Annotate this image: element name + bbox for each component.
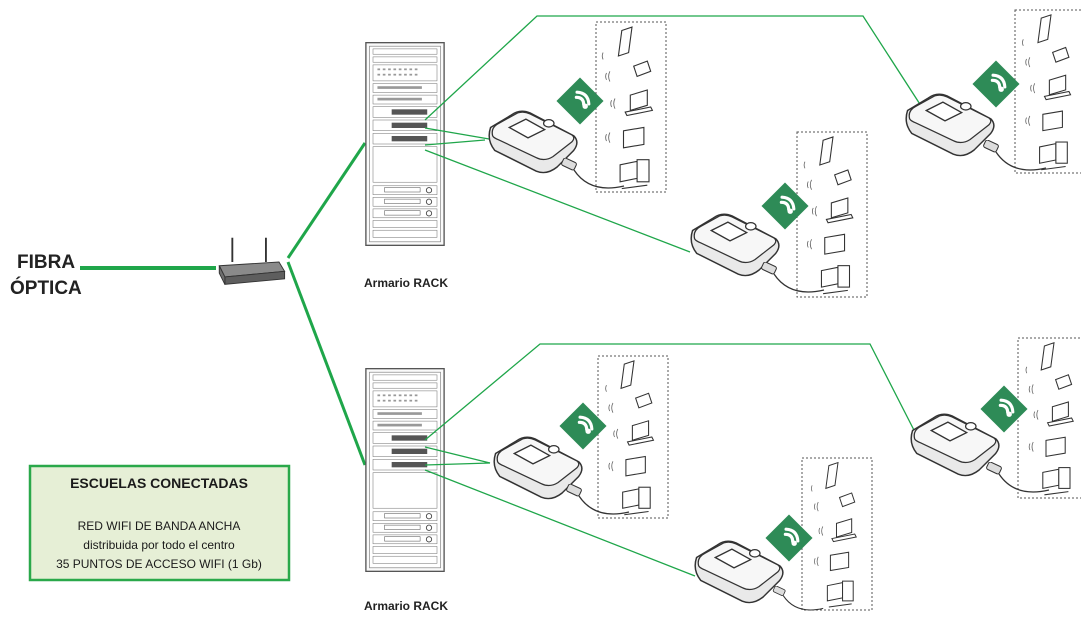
devices-icon (601, 26, 653, 190)
wifi-access-point-icon (694, 540, 784, 604)
info-box-line-2: distribuida por todo el centro (83, 538, 235, 552)
devices-icon (1025, 342, 1074, 496)
usb-cable-icon (772, 586, 824, 611)
trunk-lines (286, 142, 367, 466)
info-box-line-3: 35 PUNTOS DE ACCESO WIFI (1 Gb) (56, 557, 262, 571)
wifi-signal-icon (759, 180, 811, 232)
usb-cable-icon (560, 158, 625, 189)
fibra-label-line-2: ÓPTICA (10, 277, 82, 299)
fibra-optica-input: FIBRA ÓPTICA (10, 252, 216, 299)
wifi-access-point-icon (905, 93, 995, 157)
info-box: ESCUELAS CONECTADAS RED WIFI DE BANDA AN… (28, 464, 291, 582)
rack-cabinet-icon (365, 367, 445, 573)
fibra-label-line-1: FIBRA (17, 252, 75, 273)
usb-cable-icon (760, 262, 825, 293)
wifi-signal-icon (970, 58, 1022, 110)
distribution-lines (424, 15, 926, 577)
info-box-frame (28, 464, 291, 582)
router-icon (218, 236, 286, 286)
access-points (488, 93, 1000, 604)
wifi-signal-icon (763, 512, 815, 564)
device-group (601, 14, 1074, 608)
devices-icon (1021, 14, 1072, 171)
wifi-access-point-icon (910, 413, 1000, 477)
rack-label-bottom: Armario RACK (364, 599, 448, 613)
usb-cable-icon (985, 462, 1050, 493)
device-zones (595, 9, 1081, 611)
wifi-signal-icon (978, 383, 1030, 435)
usb-cable-icon (982, 140, 1047, 171)
info-box-line-1: RED WIFI DE BANDA ANCHA (78, 519, 241, 533)
wifi-signal-icon (557, 400, 609, 452)
info-box-title: ESCUELAS CONECTADAS (70, 475, 248, 491)
devices-icon (810, 461, 857, 608)
devices-icon (605, 360, 655, 516)
rack-label-top: Armario RACK (364, 276, 448, 290)
usb-cable-icon (565, 484, 630, 515)
devices-icon (803, 136, 854, 295)
